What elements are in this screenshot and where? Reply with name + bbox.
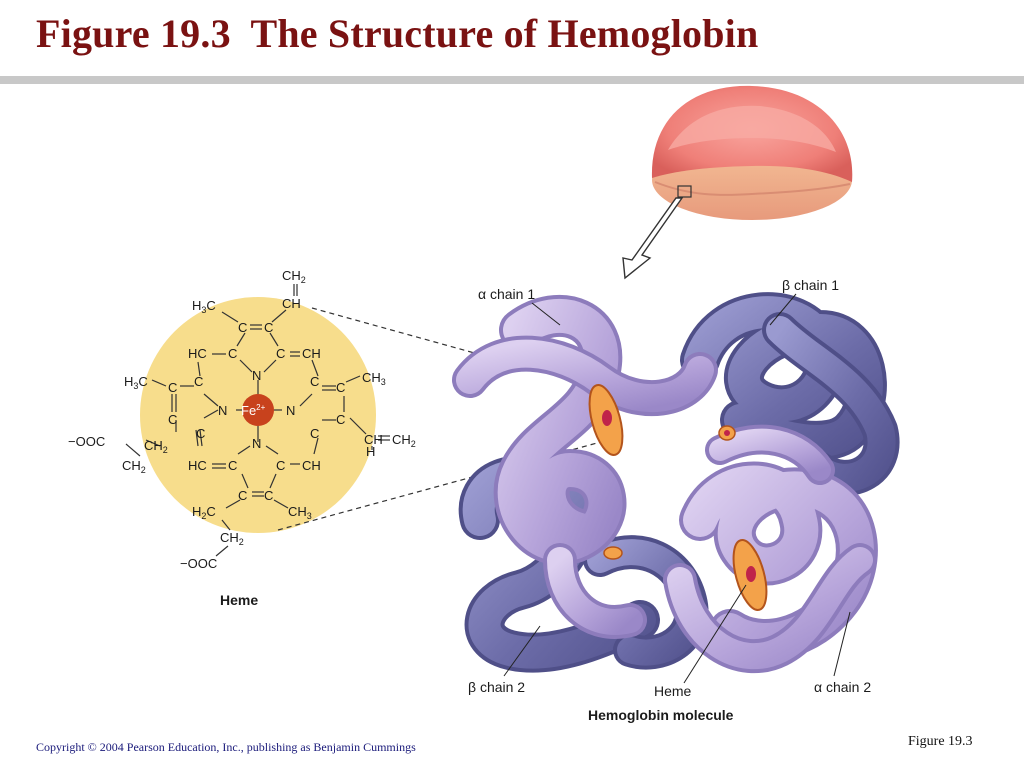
red-blood-cell bbox=[651, 85, 853, 220]
leader-beta-chain-1 bbox=[769, 293, 797, 326]
ring-carbon-10: C bbox=[336, 412, 345, 427]
methylene-bottom-h2c: H2C bbox=[192, 504, 216, 521]
carboxylate-left: −OOC bbox=[68, 434, 105, 449]
heme-caption: Heme bbox=[220, 592, 258, 608]
copyright-footer: Copyright © 2004 Pearson Education, Inc.… bbox=[36, 740, 416, 754]
leader-alpha-chain-2 bbox=[833, 611, 851, 677]
vinyl-top-ch2: CH2 bbox=[282, 268, 306, 285]
methyl-top-left: H3C bbox=[192, 298, 216, 315]
nitrogen-bottom: N bbox=[252, 436, 261, 451]
methine-hc-upper: HC bbox=[188, 346, 207, 361]
nitrogen-right: N bbox=[286, 403, 295, 418]
vinyl-top-ch: CH bbox=[282, 296, 301, 311]
methyl-bottom: CH3 bbox=[288, 504, 312, 521]
ring-carbon-12: C bbox=[310, 426, 319, 441]
methylene-left-b: CH2 bbox=[122, 458, 146, 475]
methine-ch-upper: CH bbox=[302, 346, 321, 361]
nitrogen-left: N bbox=[218, 403, 227, 418]
vinyl-right-ch2: CH2 bbox=[392, 432, 416, 449]
zoom-connector bbox=[277, 307, 609, 531]
heme-group-1 bbox=[588, 384, 624, 456]
ring-carbon-6: C bbox=[194, 374, 203, 389]
figure-reference: Figure 19.3 bbox=[908, 734, 973, 749]
beta-chain-1 bbox=[680, 292, 900, 496]
alpha-chain-2 bbox=[663, 424, 878, 674]
sample-box bbox=[677, 185, 692, 198]
methine-hc-lower: HC bbox=[188, 458, 207, 473]
ring-carbon-5: C bbox=[168, 380, 177, 395]
alpha-chain-1 bbox=[452, 294, 718, 639]
methyl-left: H3C bbox=[124, 374, 148, 391]
heme-group-4 bbox=[603, 546, 623, 560]
label-heme: Heme bbox=[654, 683, 692, 699]
ring-carbon-8: C bbox=[336, 380, 345, 395]
label-beta-chain-1: β chain 1 bbox=[782, 277, 839, 293]
label-alpha-chain-2: α chain 2 bbox=[814, 679, 871, 695]
nitrogen-top: N bbox=[252, 368, 261, 383]
ring-carbon-9: C bbox=[168, 412, 177, 427]
heme-bonds bbox=[125, 284, 390, 557]
leader-heme bbox=[683, 584, 747, 684]
label-beta-chain-2: β chain 2 bbox=[468, 679, 525, 695]
ring-carbon-4: C bbox=[276, 346, 285, 361]
methine-ch-lower: CH bbox=[302, 458, 321, 473]
iron-atom bbox=[242, 394, 274, 426]
leader-alpha-chain-1 bbox=[531, 302, 561, 326]
leader-beta-chain-2 bbox=[503, 625, 541, 677]
ring-carbon-16: C bbox=[264, 488, 273, 503]
ring-carbon-15: C bbox=[238, 488, 247, 503]
vinyl-right-ch: CH bbox=[364, 432, 383, 447]
title-divider bbox=[0, 76, 1024, 84]
zoom-arrow bbox=[622, 197, 684, 280]
methyl-right: CH3 bbox=[362, 370, 386, 387]
label-alpha-chain-1: α chain 1 bbox=[478, 286, 535, 302]
vinyl-right-h: H bbox=[366, 444, 375, 459]
ring-carbon-14: C bbox=[276, 458, 285, 473]
ring-carbon-2: C bbox=[264, 320, 273, 335]
heme-group-3 bbox=[718, 425, 736, 441]
ring-carbon-7: C bbox=[310, 374, 319, 389]
methylene-left-a: CH2 bbox=[144, 438, 168, 455]
ring-carbon-3: C bbox=[228, 346, 237, 361]
ring-carbon-13: C bbox=[228, 458, 237, 473]
hemoglobin-caption: Hemoglobin molecule bbox=[588, 707, 734, 723]
carboxylate-bottom: −OOC bbox=[180, 556, 217, 571]
ring-carbon-11: C bbox=[196, 426, 205, 441]
ring-carbon-1: C bbox=[238, 320, 247, 335]
methylene-bottom-ch2: CH2 bbox=[220, 530, 244, 547]
page-title: Figure 19.3 The Structure of Hemoglobin bbox=[36, 11, 759, 56]
iron-label: Fe2+ bbox=[241, 403, 266, 418]
